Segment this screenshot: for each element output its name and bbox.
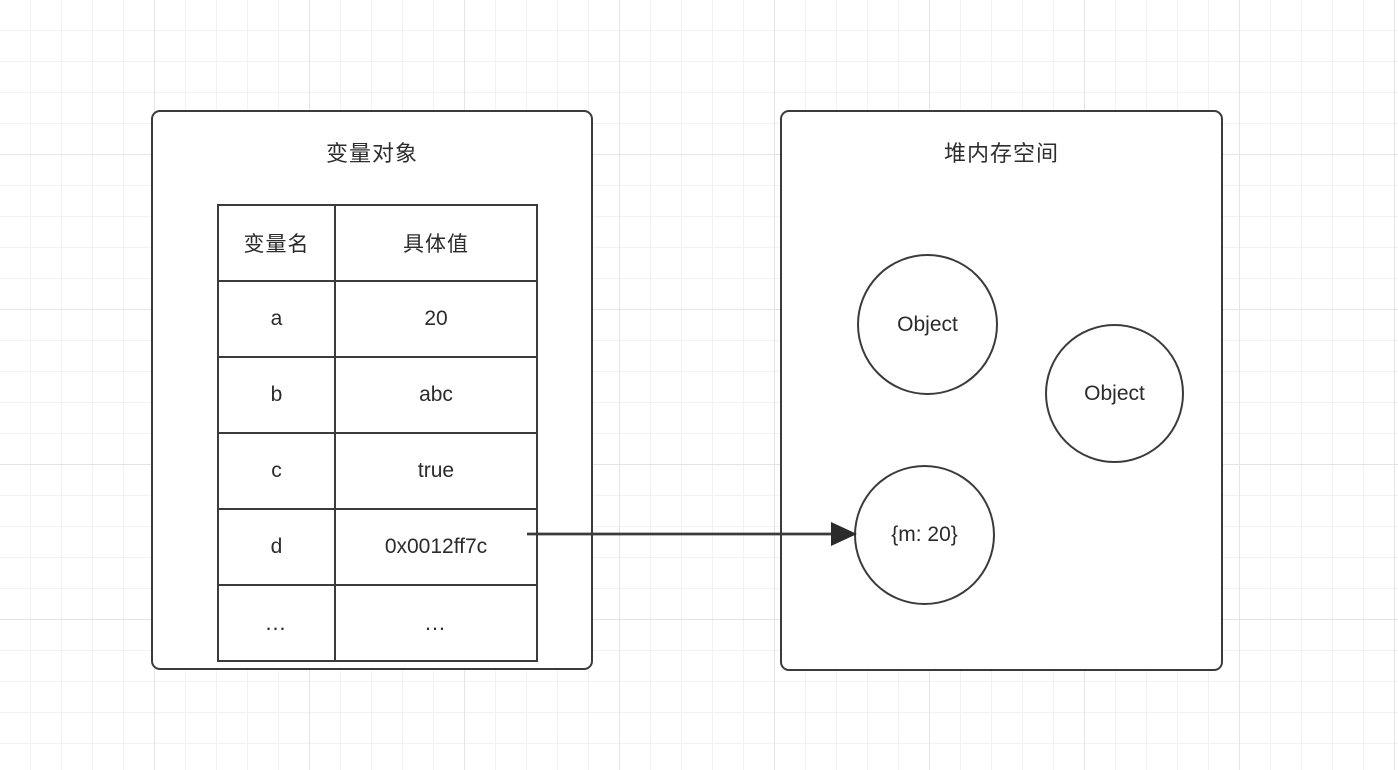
cell-variable-name: …: [217, 584, 336, 662]
table-row: … …: [217, 584, 538, 662]
cell-variable-value-pointer: 0x0012ff7c: [334, 508, 538, 586]
table-header-row: 变量名 具体值: [217, 204, 538, 282]
variable-table: 变量名 具体值 a 20 b abc c true d 0x0012ff7c: [217, 204, 538, 662]
header-variable-value: 具体值: [334, 204, 538, 282]
cell-variable-name: d: [217, 508, 336, 586]
cell-variable-name: b: [217, 356, 336, 434]
variable-object-panel: 变量对象 变量名 具体值 a 20 b abc c true: [151, 110, 593, 670]
cell-variable-name: a: [217, 280, 336, 358]
table-row: a 20: [217, 280, 538, 358]
cell-variable-value: …: [334, 584, 538, 662]
cell-variable-value: true: [334, 432, 538, 510]
header-variable-name: 变量名: [217, 204, 336, 282]
reference-pointer-arrow: [527, 522, 857, 546]
variable-object-title: 变量对象: [325, 141, 418, 166]
table-row: c true: [217, 432, 538, 510]
heap-space-title: 堆内存空间: [943, 141, 1059, 166]
cell-variable-value: 20: [334, 280, 538, 358]
cell-variable-name: c: [217, 432, 336, 510]
table-row: d 0x0012ff7c: [217, 508, 538, 586]
table-row: b abc: [217, 356, 538, 434]
heap-object-target-circle: {m: 20}: [854, 465, 995, 605]
cell-variable-value: abc: [334, 356, 538, 434]
heap-space-panel: 堆内存空间 Object Object {m: 20}: [780, 110, 1223, 671]
heap-object-circle: Object: [857, 254, 998, 395]
heap-object-circle: Object: [1045, 324, 1184, 463]
